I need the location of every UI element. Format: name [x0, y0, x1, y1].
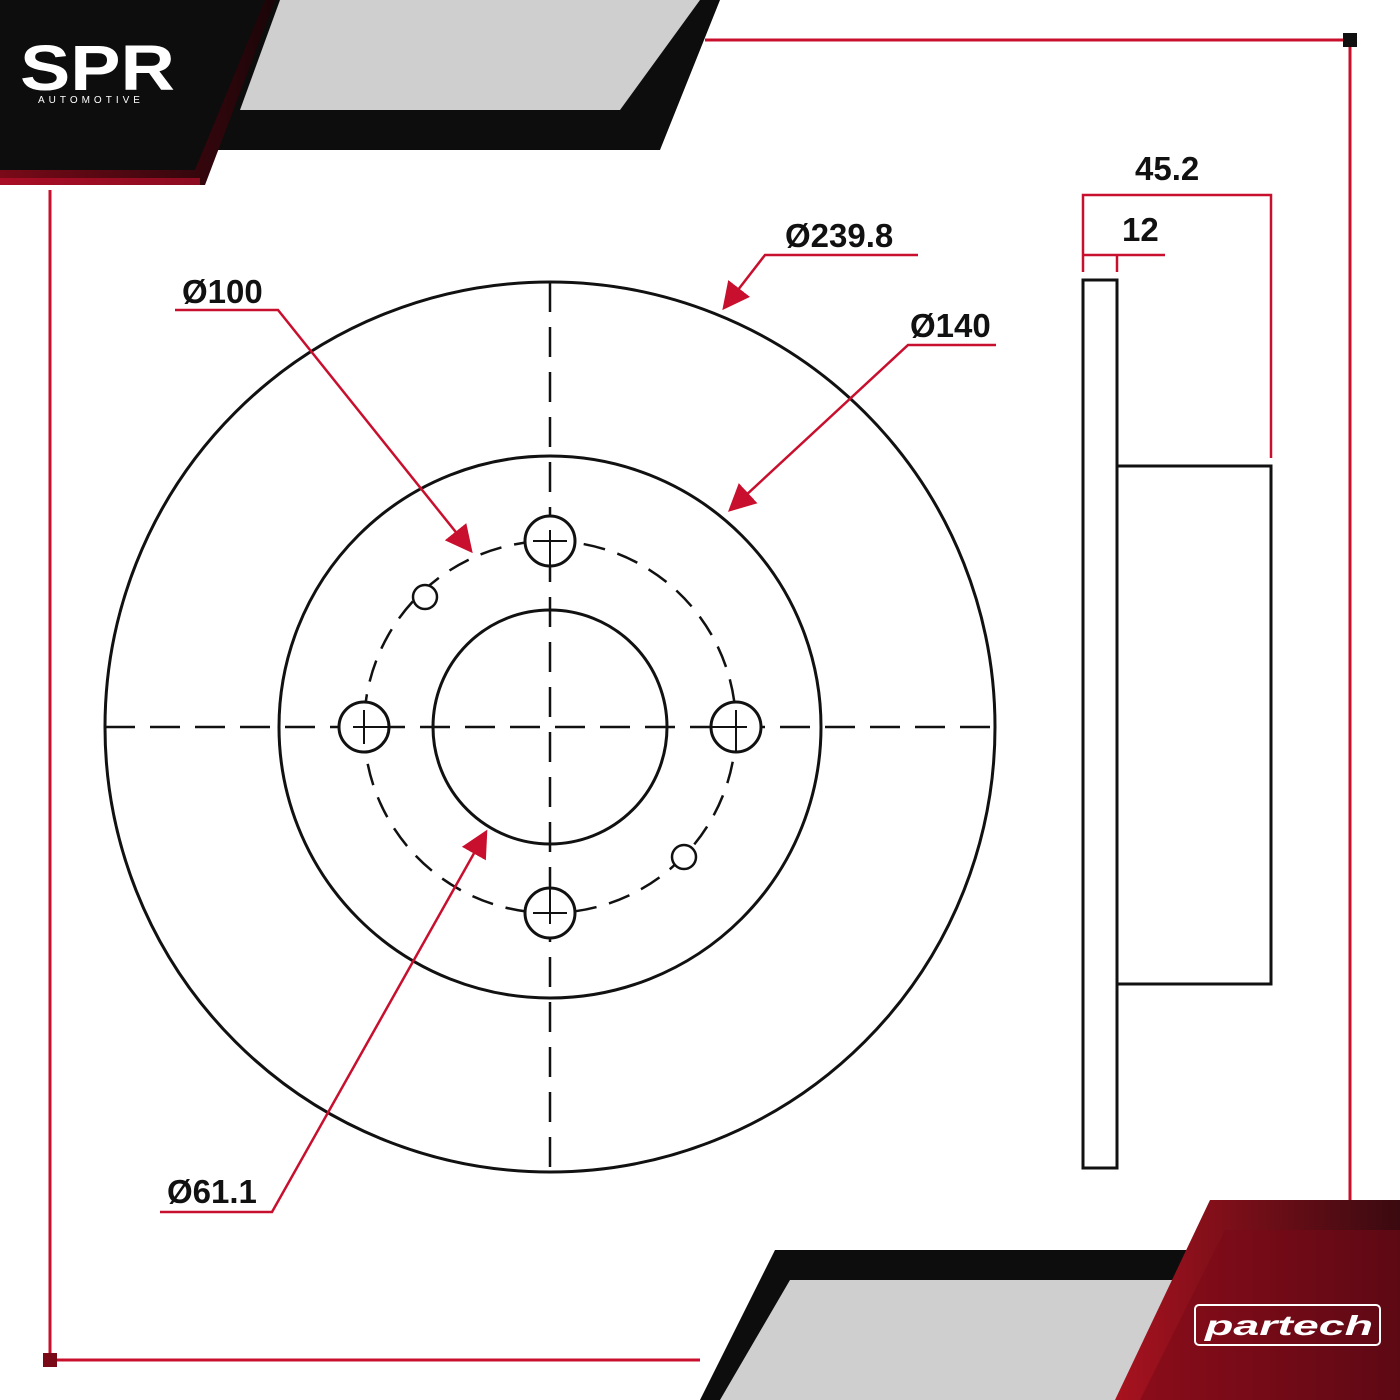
- label-disc-thickness: 12: [1122, 211, 1159, 248]
- label-total-height: 45.2: [1135, 150, 1199, 187]
- disc-front-view: [103, 280, 997, 1174]
- spr-logo-subtitle: AUTOMOTIVE: [38, 95, 144, 106]
- spr-logo: SPR AUTOMOTIVE: [20, 32, 175, 106]
- spr-logo-name: SPR: [20, 32, 175, 104]
- top-banner: [0, 0, 720, 185]
- bottom-banner: [700, 1200, 1400, 1400]
- leader-hub-diameter: [727, 343, 996, 512]
- disc-side-plate: [1081, 278, 1119, 1170]
- label-outer-diameter: Ø239.8: [785, 217, 893, 254]
- hub-side-profile: [1115, 464, 1273, 986]
- partech-logo: partech: [1194, 1304, 1381, 1346]
- leader-center-bore: [160, 829, 488, 1214]
- dimline-total-height: [1081, 193, 1273, 458]
- locating-hole-lower-right: [670, 843, 698, 871]
- leader-bolt-circle: [175, 308, 473, 554]
- label-bolt-circle: Ø100: [182, 273, 263, 310]
- leader-outer-diameter: [722, 253, 918, 311]
- label-hub-diameter: Ø140: [910, 307, 991, 344]
- disc-side-view: [1081, 278, 1273, 1170]
- hub-edge: [277, 454, 823, 1000]
- side-dimension-lines: [1081, 193, 1273, 458]
- disc-outer-edge: [103, 280, 997, 1174]
- frame-corner-top-right: [1343, 33, 1357, 47]
- locating-hole-upper-left: [411, 583, 439, 611]
- frame: [48, 38, 1352, 1362]
- label-center-bore: Ø61.1: [167, 1173, 257, 1210]
- dimension-leaders: [160, 253, 996, 1214]
- partech-logo-name: partech: [1203, 1310, 1373, 1341]
- frame-corner-bottom-left: [43, 1353, 57, 1367]
